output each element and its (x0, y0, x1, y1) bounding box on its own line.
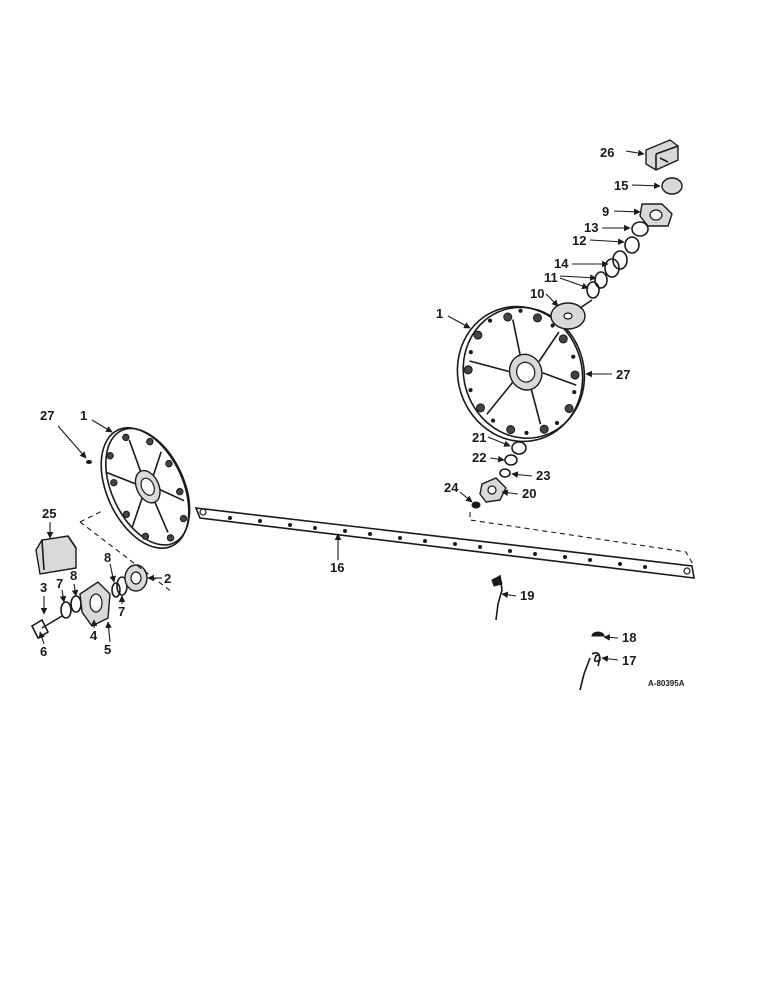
callout-1-right: 1 (436, 306, 443, 321)
callout-13: 13 (584, 220, 598, 235)
callout-10: 10 (530, 286, 544, 301)
fitting-18 (591, 631, 605, 637)
callout-20: 20 (522, 486, 536, 501)
callout-24: 24 (444, 480, 459, 495)
right-disc-bolt-holes (463, 312, 580, 435)
left-pin (86, 460, 92, 464)
callout-5: 5 (104, 642, 111, 657)
drawing-code: A-80395A (648, 679, 685, 688)
callout-18: 18 (622, 630, 636, 645)
right-alignment-lines (469, 512, 695, 567)
callout-8-a: 8 (70, 568, 77, 583)
callout-labels: 26 15 9 13 12 14 11 10 1 27 21 22 23 24 … (40, 145, 685, 688)
callout-3: 3 (40, 580, 47, 595)
callout-14: 14 (554, 256, 569, 271)
callout-11: 11 (544, 270, 558, 285)
connecting-bar (194, 507, 695, 579)
left-disc (100, 427, 191, 549)
leader-lines (38, 149, 661, 663)
callout-16: 16 (330, 560, 344, 575)
callout-25: 25 (42, 506, 56, 521)
callout-21: 21 (472, 430, 486, 445)
guard-shield (35, 535, 77, 575)
callout-2: 2 (164, 571, 171, 586)
callout-15: 15 (614, 178, 628, 193)
callout-8-b: 8 (104, 550, 111, 565)
callout-27-left: 27 (40, 408, 54, 423)
bracket-19 (491, 574, 503, 621)
right-disc-small-holes (468, 308, 577, 435)
callout-22: 22 (472, 450, 486, 465)
callout-6: 6 (40, 644, 47, 659)
bar-holes (228, 516, 647, 569)
callout-4: 4 (90, 628, 98, 643)
left-alignment-lines (79, 509, 173, 593)
callout-26: 26 (600, 145, 614, 160)
callout-27-right: 27 (616, 367, 630, 382)
callout-7-b: 7 (118, 604, 125, 619)
callout-1-left: 1 (80, 408, 87, 423)
left-bearing-assembly (30, 564, 148, 640)
callout-9: 9 (602, 204, 609, 219)
right-disc (456, 305, 586, 443)
callout-19: 19 (520, 588, 534, 603)
callout-7-a: 7 (56, 576, 63, 591)
callout-23: 23 (536, 468, 550, 483)
callout-12: 12 (572, 233, 586, 248)
right-lower-stack (471, 441, 527, 509)
right-upper-stack (550, 139, 683, 330)
callout-17: 17 (622, 653, 636, 668)
spring-17 (579, 652, 601, 691)
